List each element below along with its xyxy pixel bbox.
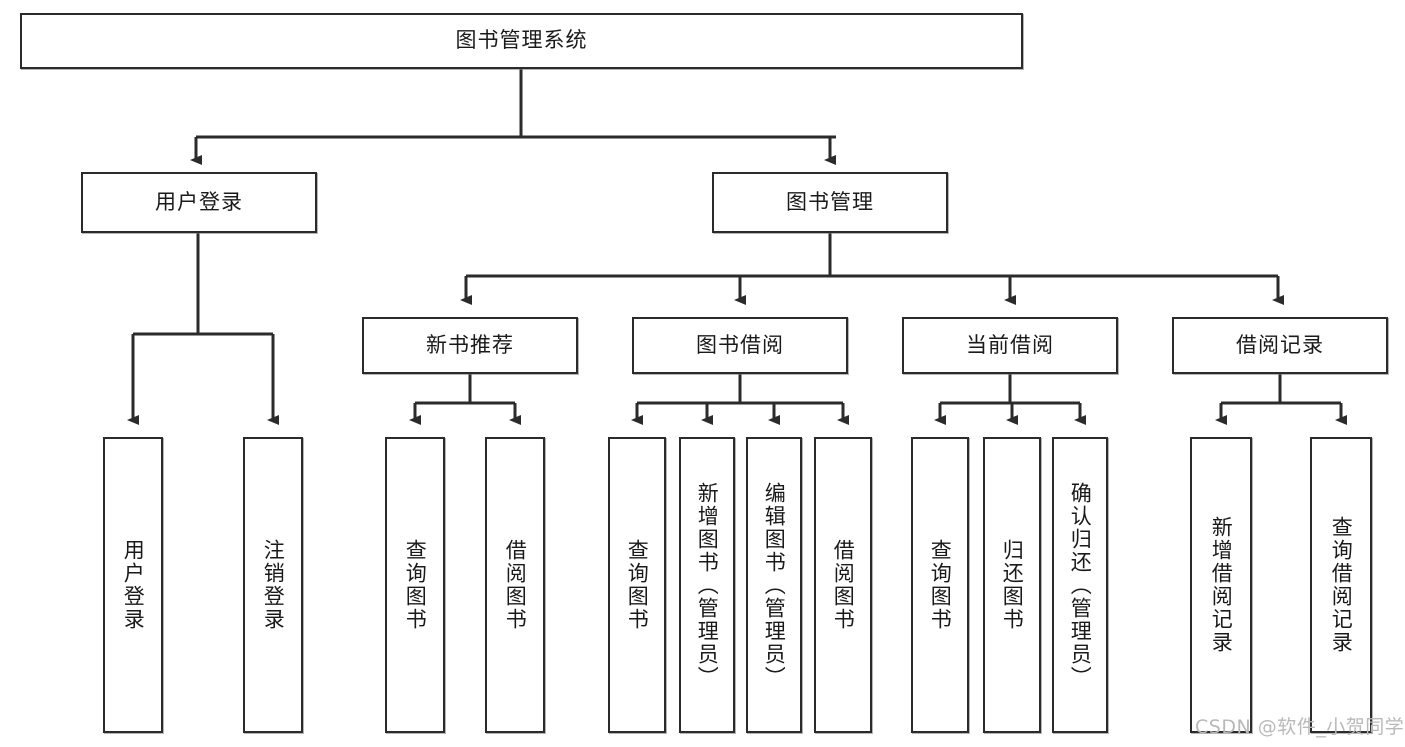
node-book-borrow-label: 图书借阅 — [696, 332, 784, 357]
leaf-borrow-book-recommend-label: 借阅图书 — [503, 539, 528, 631]
leaf-borrow-book[interactable]: 借阅图书 — [814, 437, 872, 733]
leaf-borrow-book-recommend[interactable]: 借阅图书 — [485, 437, 545, 733]
node-book-management-label: 图书管理 — [786, 189, 874, 214]
node-root[interactable]: 图书管理系统 — [20, 13, 1023, 69]
leaf-confirm-return-admin[interactable]: 确认归还（管理员） — [1052, 437, 1108, 733]
leaf-add-borrow-record[interactable]: 新增借阅记录 — [1190, 437, 1252, 733]
leaf-logout-label: 注销登录 — [261, 539, 286, 631]
leaf-confirm-return-admin-label: 确认归还（管理员） — [1068, 481, 1093, 689]
leaf-borrow-book-label: 借阅图书 — [831, 539, 856, 631]
leaf-add-book-admin-label: 新增图书（管理员） — [695, 481, 720, 689]
leaf-edit-book-admin-label: 编辑图书（管理员） — [762, 481, 787, 689]
node-book-management[interactable]: 图书管理 — [712, 172, 948, 233]
leaf-query-book-current[interactable]: 查询图书 — [911, 437, 969, 733]
leaf-user-login[interactable]: 用户登录 — [103, 437, 163, 733]
leaf-return-book-label: 归还图书 — [1000, 539, 1025, 631]
leaf-add-book-admin[interactable]: 新增图书（管理员） — [679, 437, 735, 733]
leaf-user-login-label: 用户登录 — [121, 539, 146, 631]
node-root-label: 图书管理系统 — [455, 28, 588, 53]
node-borrow-record-label: 借阅记录 — [1236, 332, 1324, 357]
leaf-query-borrow-record-label: 查询借阅记录 — [1329, 516, 1354, 654]
leaf-logout[interactable]: 注销登录 — [243, 437, 303, 733]
node-user-login-label: 用户登录 — [155, 189, 243, 214]
node-borrow-record[interactable]: 借阅记录 — [1172, 317, 1388, 374]
node-book-borrow[interactable]: 图书借阅 — [632, 317, 848, 374]
leaf-query-book-recommend-label: 查询图书 — [403, 539, 428, 631]
leaf-edit-book-admin[interactable]: 编辑图书（管理员） — [746, 437, 802, 733]
node-new-book-recommend[interactable]: 新书推荐 — [362, 317, 578, 374]
node-current-borrow[interactable]: 当前借阅 — [902, 317, 1118, 374]
leaf-query-book-recommend[interactable]: 查询图书 — [385, 437, 445, 733]
leaf-query-book-borrow-label: 查询图书 — [625, 539, 650, 631]
leaf-query-book-current-label: 查询图书 — [928, 539, 953, 631]
leaf-query-borrow-record[interactable]: 查询借阅记录 — [1310, 437, 1372, 733]
leaf-return-book[interactable]: 归还图书 — [983, 437, 1041, 733]
node-user-login[interactable]: 用户登录 — [81, 172, 317, 233]
node-current-borrow-label: 当前借阅 — [966, 332, 1054, 357]
node-new-book-recommend-label: 新书推荐 — [426, 332, 514, 357]
leaf-add-borrow-record-label: 新增借阅记录 — [1209, 516, 1234, 654]
csdn-watermark: CSDN @软件_小贺同学 — [1195, 716, 1405, 738]
leaf-query-book-borrow[interactable]: 查询图书 — [608, 437, 666, 733]
